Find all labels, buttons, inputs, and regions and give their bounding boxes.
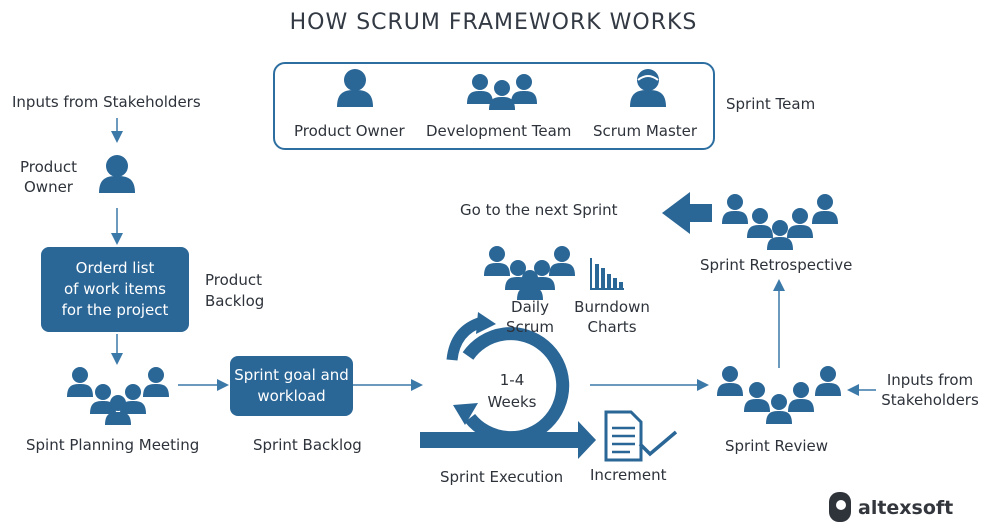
review-label: Sprint Review	[725, 437, 829, 455]
daily-scrum-label-2: Scrum	[505, 318, 555, 336]
product-owner-label-1: Product	[20, 158, 77, 176]
retrospective-team-icon	[722, 194, 838, 250]
sprint-backlog-line-1: Sprint goal and	[234, 366, 349, 384]
burndown-chart-icon	[590, 258, 624, 290]
team-scrum-master: Scrum Master	[593, 122, 698, 140]
planning-team-icon	[67, 367, 169, 425]
inputs-from-stakeholders-left: Inputs from Stakeholders	[12, 93, 201, 111]
product-owner-label-2: Owner	[24, 178, 73, 196]
planning-meeting-label: Spint Planning Meeting	[26, 436, 200, 454]
burndown-label-1: Burndown	[574, 298, 650, 316]
sprint-backlog-line-2: workload	[257, 387, 326, 405]
backlog-box-line-3: for the project	[61, 301, 169, 319]
increment-document-icon	[604, 410, 678, 462]
inputs-from-stakeholders-right-2: Stakeholders	[881, 391, 979, 409]
sprint-backlog-box: Sprint goal and workload	[230, 356, 353, 416]
altexsoft-logo-text: altexsoft	[858, 497, 954, 519]
team-product-owner: Product Owner	[294, 122, 405, 140]
daily-scrum-team-icon	[484, 246, 575, 300]
sprint-cycle-icon	[420, 312, 596, 459]
sprint-team-box	[273, 62, 715, 150]
backlog-box-line-2: of work items	[64, 280, 166, 298]
next-sprint-arrow-icon	[662, 192, 712, 234]
altexsoft-logo-icon	[829, 492, 851, 522]
sprint-team-label: Sprint Team	[726, 95, 816, 113]
product-backlog-label-1: Product	[205, 271, 262, 289]
burndown-label-2: Charts	[587, 318, 637, 336]
increment-label: Increment	[590, 466, 667, 484]
retrospective-label: Sprint Retrospective	[700, 256, 853, 274]
daily-scrum-label-1: Daily	[511, 298, 549, 316]
sprint-backlog-label: Sprint Backlog	[253, 436, 362, 454]
scrum-master-icon	[630, 69, 666, 107]
cycle-label-1: 1-4	[499, 371, 525, 389]
cycle-label-2: Weeks	[487, 393, 537, 411]
product-owner-person-icon	[99, 155, 135, 193]
team-development-team: Development Team	[426, 122, 572, 140]
product-backlog-label-2: Backlog	[205, 292, 265, 310]
inputs-from-stakeholders-right-1: Inputs from	[886, 371, 974, 389]
product-backlog-box: Orderd list of work items for the projec…	[41, 247, 189, 332]
next-sprint-label: Go to the next Sprint	[460, 201, 618, 219]
sprint-execution-label: Sprint Execution	[440, 468, 564, 486]
page-title: HOW SCRUM FRAMEWORK WORKS	[289, 10, 698, 35]
review-team-icon	[717, 366, 841, 424]
backlog-box-line-1: Orderd list	[75, 259, 155, 277]
